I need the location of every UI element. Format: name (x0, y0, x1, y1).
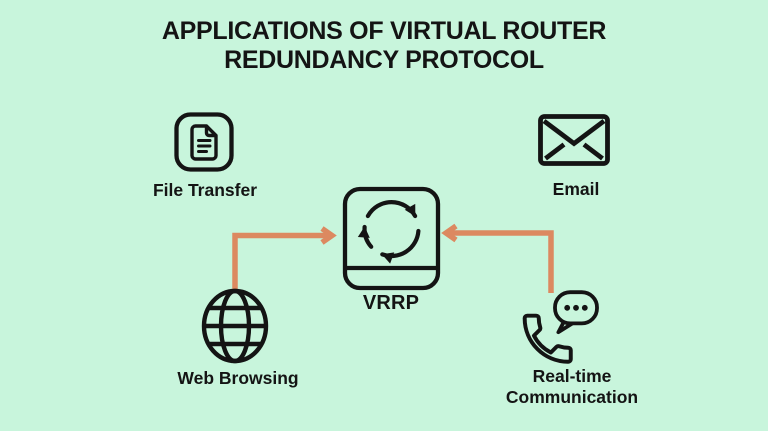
router-sync-cycle-icon (342, 186, 441, 291)
page-title-line1: APPLICATIONS OF VIRTUAL ROUTER (161, 17, 607, 45)
envelope-icon (538, 114, 610, 166)
phone-chat-icon (522, 290, 599, 364)
arrow-realtime-to-vrrp (441, 223, 554, 293)
globe-icon (201, 288, 269, 364)
arrow-web-browsing-to-vrrp (232, 226, 337, 291)
file-document-icon (174, 112, 234, 172)
page-title-line2: REDUNDANCY PROTOCOL (224, 46, 544, 74)
label-web-browsing: Web Browsing (177, 368, 299, 388)
page-title: APPLICATIONS OF VIRTUAL ROUTER REDUNDANC… (0, 17, 768, 75)
label-file-transfer: File Transfer (152, 180, 258, 200)
label-email: Email (552, 179, 600, 199)
label-vrrp: VRRP (362, 292, 420, 314)
label-real-time-communication: Real-time Communication (505, 366, 639, 407)
